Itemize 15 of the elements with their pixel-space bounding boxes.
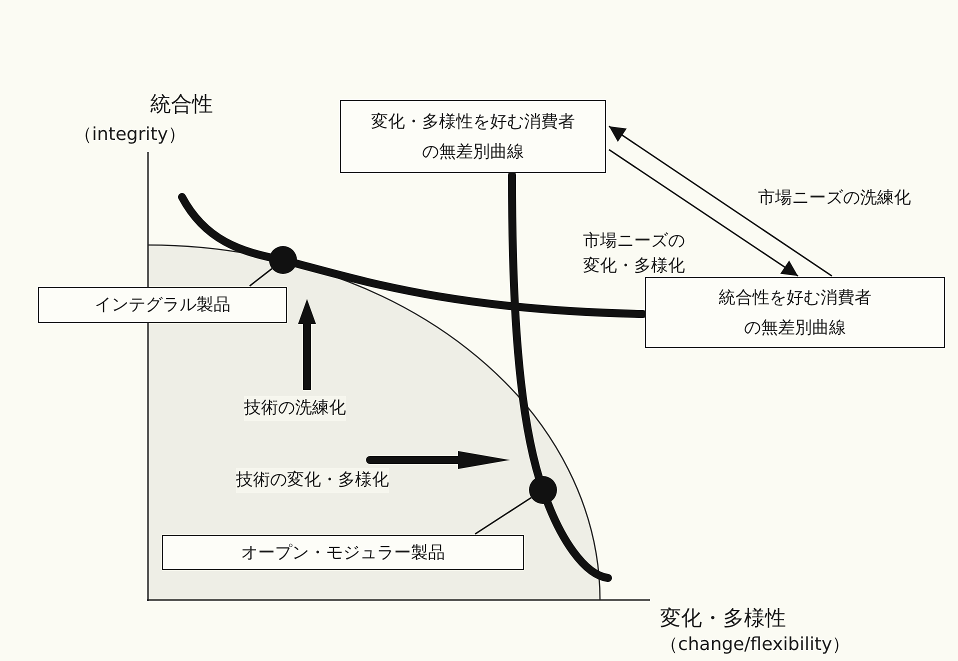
label-box: 変化・多様性を好む消費者の無差別曲線 [340, 100, 606, 173]
axis-label: 統合性 [150, 92, 213, 117]
leader-line [474, 496, 532, 535]
axis-label: （change/flexibility） [660, 633, 850, 657]
leader-line [249, 268, 272, 287]
axis-label: 変化・多様性 [660, 606, 786, 631]
label-box: 統合性を好む消費者の無差別曲線 [645, 277, 945, 348]
arrow-label: 技術の洗練化 [244, 396, 346, 421]
axis-label: （integrity） [74, 123, 186, 147]
label-box: オープン・モジュラー製品 [162, 535, 524, 570]
label-box: インテグラル製品 [38, 287, 287, 323]
arrow-label: 技術の変化・多様化 [236, 468, 389, 493]
arrow [608, 149, 798, 277]
arrow [608, 126, 832, 277]
point-marker [269, 246, 297, 274]
